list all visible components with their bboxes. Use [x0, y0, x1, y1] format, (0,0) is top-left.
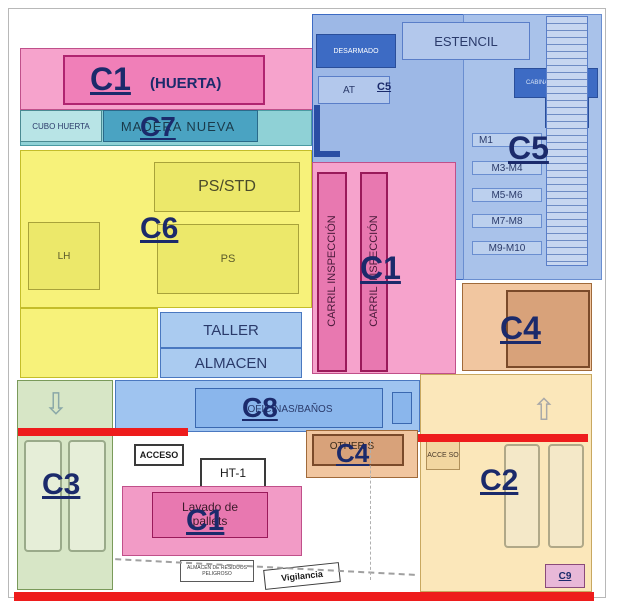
at-box: AT	[318, 76, 390, 104]
otros-label: OTHER S	[329, 440, 375, 452]
c5-label: C5	[508, 130, 549, 166]
lh-box: LH	[28, 222, 100, 290]
c5-dark-corner-2	[314, 151, 340, 157]
c1-mid-label: C1	[360, 250, 401, 286]
red-barrier-right	[418, 434, 588, 442]
c1-bottom-label: C1	[186, 504, 225, 537]
c4-right-label: C4	[500, 310, 541, 346]
c3-truck-1	[24, 440, 62, 552]
c5-small-label: C5	[377, 81, 392, 93]
dashed-guide-2	[370, 440, 371, 580]
zone-c4-right-inner	[506, 290, 590, 368]
almacen-residuos-box: ALMACEN DE RESIDUOS PELIGROSO	[180, 560, 254, 582]
c3-truck-2	[68, 440, 106, 552]
desarmado-box: DESARMADO	[316, 34, 396, 68]
taller-box: TALLER	[160, 312, 302, 348]
m-box-4: M7-M8	[472, 214, 542, 228]
down-arrow-icon: ⇩	[43, 387, 69, 421]
c1-top-label: C1	[90, 61, 131, 97]
c2-truck-1	[504, 444, 540, 548]
red-barrier-left	[18, 428, 188, 436]
cubo-huerta-box: CUBO HUERTA	[20, 110, 102, 142]
c2-truck-2	[548, 444, 584, 548]
estencil-box: ESTENCIL	[402, 22, 530, 60]
m-box-3: M5-M6	[472, 188, 542, 202]
almacen-box: ALMACEN	[160, 348, 302, 378]
ps-box: PS	[157, 224, 299, 294]
c1-top-sublabel: (HUERTA)	[150, 75, 222, 92]
c5-dark-corner	[314, 105, 320, 157]
oficinas-box	[195, 388, 383, 428]
acceso-left-box: ACCESO	[134, 444, 184, 466]
madera-nueva-label: MADERA NUEVA	[120, 118, 236, 134]
c8-small-box	[392, 392, 412, 424]
oficinas-label: OFICINAS/BAÑOS	[247, 403, 333, 415]
c4-bottom-label: C4	[336, 438, 370, 468]
acceso-right-box: ACCE SO	[426, 440, 460, 470]
zone-c4-bottom-inner	[312, 434, 404, 466]
carril-label-1: CARRIL INSPECCIÓN	[326, 215, 338, 327]
c7-label: C7	[140, 111, 176, 142]
red-barrier-bottom	[14, 592, 594, 601]
c2-label: C2	[480, 464, 519, 497]
lavado-label: Lavado de pallets	[181, 500, 239, 528]
m-box-5: M9-M10	[472, 241, 542, 255]
zone-c6-lower	[20, 308, 158, 378]
c9-box: C9	[545, 564, 585, 588]
c8-label: C8	[242, 392, 278, 423]
zone-lavado-inner	[152, 492, 268, 538]
carril-lane-2	[360, 172, 388, 372]
madera-nueva-box	[103, 110, 258, 142]
c6-label: C6	[140, 212, 179, 245]
up-arrow-icon: ⇧	[531, 393, 557, 427]
zone-c1-huerta-inner	[63, 55, 265, 105]
ps-std-box: PS/STD	[154, 162, 300, 212]
m-box-1: M1	[472, 133, 542, 147]
m-box-2: M3-M4	[472, 161, 542, 175]
ht1-box: HT-1	[200, 458, 266, 488]
c3-label: C3	[42, 468, 81, 501]
rack-structure	[546, 16, 588, 266]
carril-lane-1	[317, 172, 347, 372]
